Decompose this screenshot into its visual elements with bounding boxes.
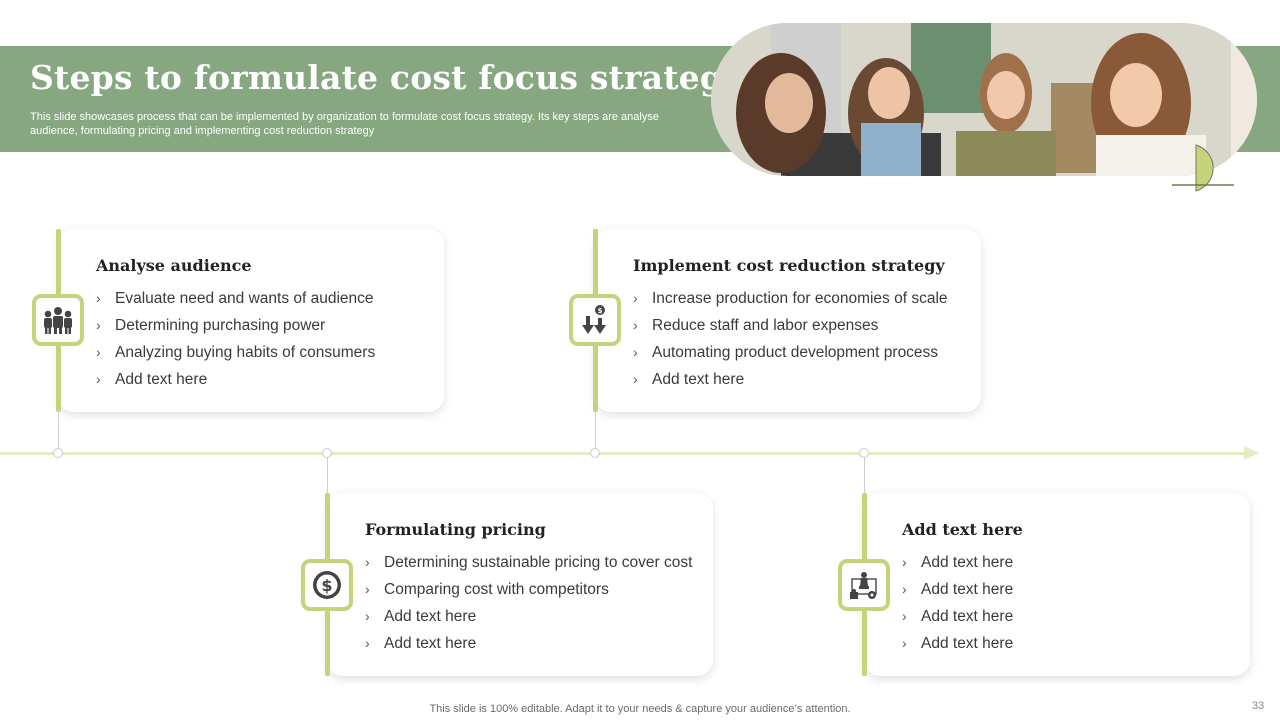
team-photo bbox=[711, 23, 1257, 176]
list-item: ›Add text here bbox=[365, 608, 477, 625]
list-item: ›Determining sustainable pricing to cove… bbox=[365, 554, 693, 571]
list-item: ›Add text here bbox=[902, 581, 1014, 598]
chevron-right-icon: › bbox=[902, 581, 907, 597]
step-card-analyse-audience bbox=[58, 229, 444, 412]
chevron-right-icon: › bbox=[96, 317, 101, 333]
list-item: ›Add text here bbox=[902, 608, 1014, 625]
chevron-right-icon: › bbox=[365, 554, 370, 570]
chevron-right-icon: › bbox=[365, 581, 370, 597]
step-card-formulating-pricing bbox=[327, 493, 713, 676]
chevron-right-icon: › bbox=[365, 635, 370, 651]
chevron-right-icon: › bbox=[633, 317, 638, 333]
chevron-right-icon: › bbox=[96, 290, 101, 306]
list-item: ›Add text here bbox=[365, 635, 477, 652]
chevron-right-icon: › bbox=[902, 635, 907, 651]
list-item: ›Add text here bbox=[633, 371, 745, 388]
step-title: Analyse audience bbox=[96, 256, 252, 275]
dollar-coin-icon: $ bbox=[301, 559, 353, 611]
chevron-right-icon: › bbox=[633, 344, 638, 360]
timeline-node bbox=[590, 448, 600, 458]
list-item: ›Comparing cost with competitors bbox=[365, 581, 609, 598]
footer-note: This slide is 100% editable. Adapt it to… bbox=[429, 703, 851, 715]
chevron-right-icon: › bbox=[633, 290, 638, 306]
chevron-right-icon: › bbox=[902, 608, 907, 624]
people-group-icon bbox=[32, 294, 84, 346]
chevron-right-icon: › bbox=[902, 554, 907, 570]
chevron-right-icon: › bbox=[365, 608, 370, 624]
list-item: ›Evaluate need and wants of audience bbox=[96, 290, 374, 307]
step-title: Implement cost reduction strategy bbox=[633, 256, 945, 275]
half-circle-decoration bbox=[1172, 144, 1234, 192]
connector-line bbox=[864, 455, 865, 493]
timeline-node bbox=[53, 448, 63, 458]
page-subtitle: This slide showcases process that can be… bbox=[30, 111, 659, 137]
chevron-right-icon: › bbox=[96, 371, 101, 387]
strategy-chess-icon bbox=[838, 559, 890, 611]
step-title: Formulating pricing bbox=[365, 520, 546, 539]
list-item: ›Add text here bbox=[96, 371, 208, 388]
timeline-arrow-icon bbox=[1244, 446, 1259, 460]
timeline-line bbox=[0, 452, 1248, 455]
chevron-right-icon: › bbox=[633, 371, 638, 387]
list-item: ›Add text here bbox=[902, 635, 1014, 652]
list-item: ›Automating product development process bbox=[633, 344, 939, 361]
step-bullet-list: ›Determining sustainable pricing to cove… bbox=[365, 552, 692, 660]
step-bullet-list: ›Add text here ›Add text here ›Add text … bbox=[902, 552, 1013, 660]
list-item: ›Determining purchasing power bbox=[96, 317, 326, 334]
step-bullet-list: ›Evaluate need and wants of audience ›De… bbox=[96, 288, 375, 396]
connector-line bbox=[595, 412, 596, 453]
connector-line bbox=[327, 455, 328, 493]
step-card-implement-cost-reduction bbox=[595, 229, 981, 412]
chevron-right-icon: › bbox=[96, 344, 101, 360]
timeline-node bbox=[322, 448, 332, 458]
list-item: ›Add text here bbox=[902, 554, 1014, 571]
svg-text:$: $ bbox=[321, 576, 332, 595]
list-item: ›Reduce staff and labor expenses bbox=[633, 317, 879, 334]
step-title: Add text here bbox=[902, 520, 1023, 539]
step-card-add-text bbox=[864, 493, 1250, 676]
list-item: ›Increase production for economies of sc… bbox=[633, 290, 948, 307]
step-bullet-list: ›Increase production for economies of sc… bbox=[633, 288, 948, 396]
list-item: ›Analyzing buying habits of consumers bbox=[96, 344, 376, 361]
connector-line bbox=[58, 412, 59, 453]
page-title: Steps to formulate cost focus strategy bbox=[30, 58, 743, 97]
svg-text:$: $ bbox=[598, 307, 603, 315]
page-number: 33 bbox=[1252, 700, 1265, 712]
cost-down-arrows-icon: $ bbox=[569, 294, 621, 346]
timeline-node bbox=[859, 448, 869, 458]
